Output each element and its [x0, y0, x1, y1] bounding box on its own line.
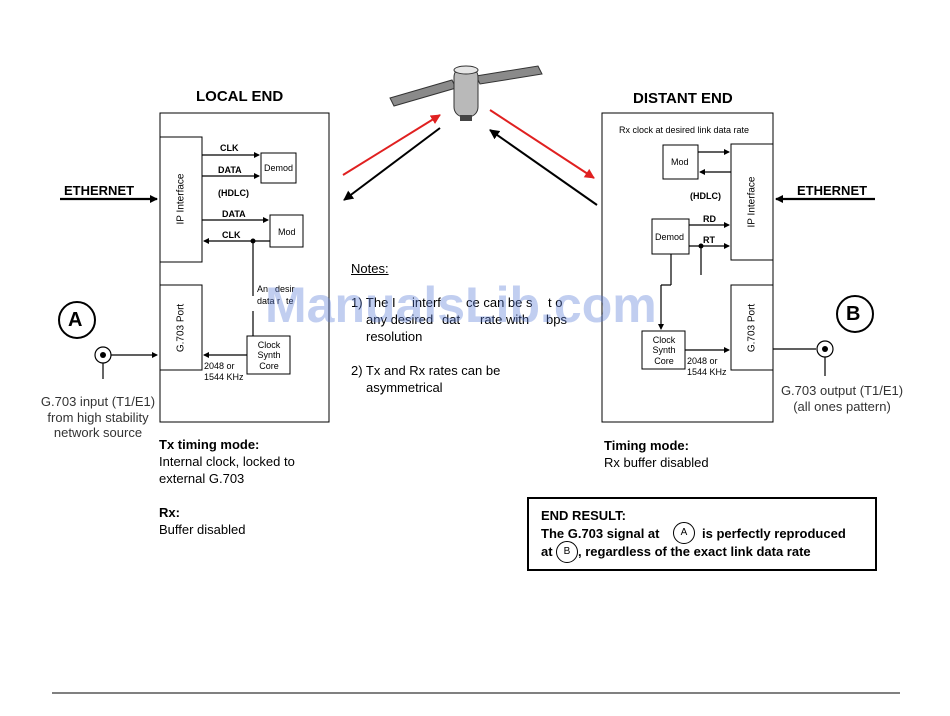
local-mod-box: [269, 214, 304, 248]
uplink-arrow-distant: [489, 129, 598, 206]
note-1e: any desired: [366, 312, 434, 327]
downlink-arrow-distant: [489, 109, 595, 179]
local-clock-note-2: data r: [257, 296, 281, 306]
end-result-line2b: , regardless of the exact link data rate: [578, 544, 811, 559]
tx-mode-desc-1: Internal clock, locked to: [159, 454, 295, 469]
distant-mode-title: Timing mode:: [604, 438, 689, 453]
distant-mod-box: [662, 144, 699, 180]
local-ip-interface-label: IP Interface: [175, 173, 187, 225]
distant-end-title: DISTANT END: [633, 90, 733, 107]
local-data2-label: DATA: [222, 209, 246, 219]
local-input-label: G.703 input (T1/E1) from high stability …: [40, 394, 156, 441]
note-1h: with: [506, 312, 530, 327]
note-1d: t o: [548, 295, 563, 310]
distant-clock-synth-label: Clock Synth Core: [652, 335, 676, 366]
distant-rd-label: RD: [703, 214, 716, 224]
distant-g703-port-box: [730, 284, 774, 371]
distant-demod-label: Demod: [655, 232, 685, 242]
distant-rt-label: RT: [703, 235, 715, 245]
distant-rx-clock-note: Rx clock at desired link data rate: [619, 125, 750, 135]
local-ip-interface-box: [159, 136, 203, 263]
end-result-line2a: at: [541, 544, 553, 559]
end-result-marker-a: A: [673, 522, 695, 544]
notes-title: Notes:: [351, 261, 389, 276]
local-end-box: [159, 112, 330, 423]
local-clock-synth-label: Clock Synth Core: [257, 340, 281, 371]
distant-ethernet-label: ETHERNET: [797, 183, 868, 198]
note-1b: interf: [412, 295, 441, 310]
distant-mod-label: Mod: [671, 157, 689, 167]
note-2-line1: 2) Tx and Rx rates can be: [351, 363, 501, 378]
note-1i: bps: [546, 312, 567, 327]
local-clock-note-2b: te: [286, 296, 294, 306]
distant-ip-interface-label: IP Interface: [746, 176, 758, 228]
local-hdlc-label: (HDLC): [218, 188, 249, 198]
local-demod-label: Demod: [264, 163, 294, 173]
local-clock-note-1: An: [257, 284, 269, 294]
end-result-line1b: is perfectly reproduced: [702, 526, 846, 541]
tx-mode-desc-2: external G.703: [159, 471, 245, 486]
end-result-marker-b: B: [556, 541, 578, 563]
point-b-label: B: [846, 303, 861, 325]
end-result-box: [527, 497, 877, 571]
local-clk-label: CLK: [220, 143, 239, 153]
note-1g: rate: [480, 312, 503, 327]
downlink-arrow-local: [343, 127, 441, 201]
local-clock-note-1b: desir: [275, 284, 295, 294]
point-b-circle: [836, 295, 874, 333]
point-a-label: A: [68, 309, 83, 331]
uplink-arrow-local: [342, 114, 441, 176]
distant-end-box: [601, 112, 774, 423]
note-1c: ce can be s: [466, 295, 533, 310]
local-data-label: DATA: [218, 165, 242, 175]
local-ethernet-label: ETHERNET: [64, 183, 135, 198]
note-2-line2: asymmetrical: [366, 380, 443, 395]
local-g703-port-box: [159, 284, 203, 371]
local-demod-box: [260, 152, 297, 184]
satellite-icon: [389, 65, 543, 121]
note-1a: 1) The I: [351, 295, 396, 310]
rx-desc: Buffer disabled: [159, 522, 246, 537]
note-1-line3: resolution: [366, 329, 423, 344]
point-a-circle: [58, 301, 96, 339]
distant-g703-port-label: G.703 Port: [746, 303, 758, 353]
end-result-line1a: The G.703 signal at: [541, 526, 660, 541]
local-g703-port-label: G.703 Port: [175, 303, 187, 353]
local-freq-label: 2048 or 1544 KHz: [204, 361, 244, 382]
distant-mode-desc: Rx buffer disabled: [604, 455, 709, 470]
distant-ip-interface-box: [730, 143, 774, 261]
tx-mode-title: Tx timing mode:: [159, 437, 260, 452]
local-clk2-label: CLK: [222, 230, 241, 240]
rx-title: Rx:: [159, 505, 180, 520]
distant-hdlc-label: (HDLC): [690, 191, 721, 201]
note-1f: dat: [442, 312, 461, 327]
local-end-title: LOCAL END: [196, 88, 284, 105]
distant-output-label: G.703 output (T1/E1) (all ones pattern): [780, 383, 904, 414]
distant-freq-label: 2048 or 1544 KHz: [687, 356, 727, 377]
local-mod-label: Mod: [278, 227, 296, 237]
end-result-title: END RESULT:: [541, 508, 626, 523]
